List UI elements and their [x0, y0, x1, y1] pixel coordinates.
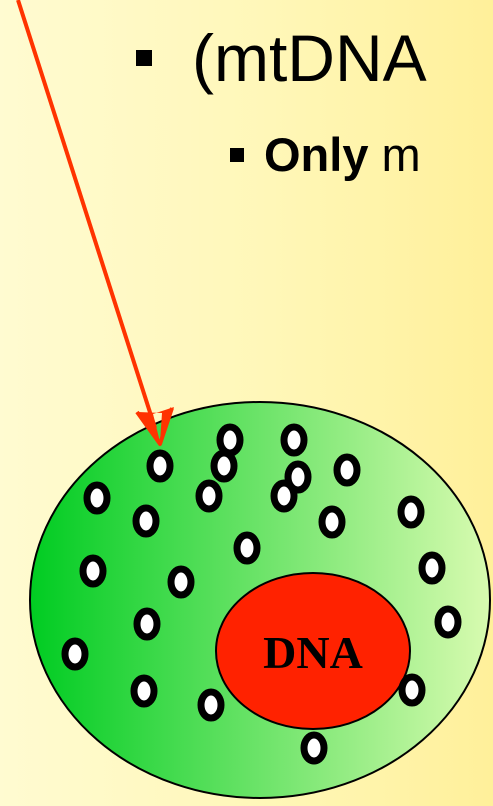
- mitochondrion: [438, 609, 458, 635]
- mitochondrion: [171, 569, 191, 595]
- mitochondrion: [214, 453, 234, 479]
- mitochondrion: [136, 508, 156, 534]
- mitochondrion: [402, 677, 422, 703]
- mitochondrion: [87, 485, 107, 511]
- mitochondrion: [83, 558, 103, 584]
- arrow-icon: [18, 0, 174, 444]
- nucleus-label: DNA: [263, 627, 363, 678]
- mitochondrion: [322, 509, 342, 535]
- mitochondrion: [134, 678, 154, 704]
- mitochondrion: [199, 483, 219, 509]
- mitochondrion: [401, 499, 421, 525]
- mitochondrion: [201, 692, 221, 718]
- mitochondrion: [304, 735, 324, 761]
- mitochondrion: [220, 427, 240, 453]
- mitochondrion: [65, 641, 85, 667]
- mitochondrion: [137, 611, 157, 637]
- mitochondrion: [337, 457, 357, 483]
- mitochondrion: [284, 427, 304, 453]
- mitochondrion: [422, 555, 442, 581]
- mitochondrion: [274, 483, 294, 509]
- mitochondrion: [150, 453, 170, 479]
- mitochondrion: [237, 535, 257, 561]
